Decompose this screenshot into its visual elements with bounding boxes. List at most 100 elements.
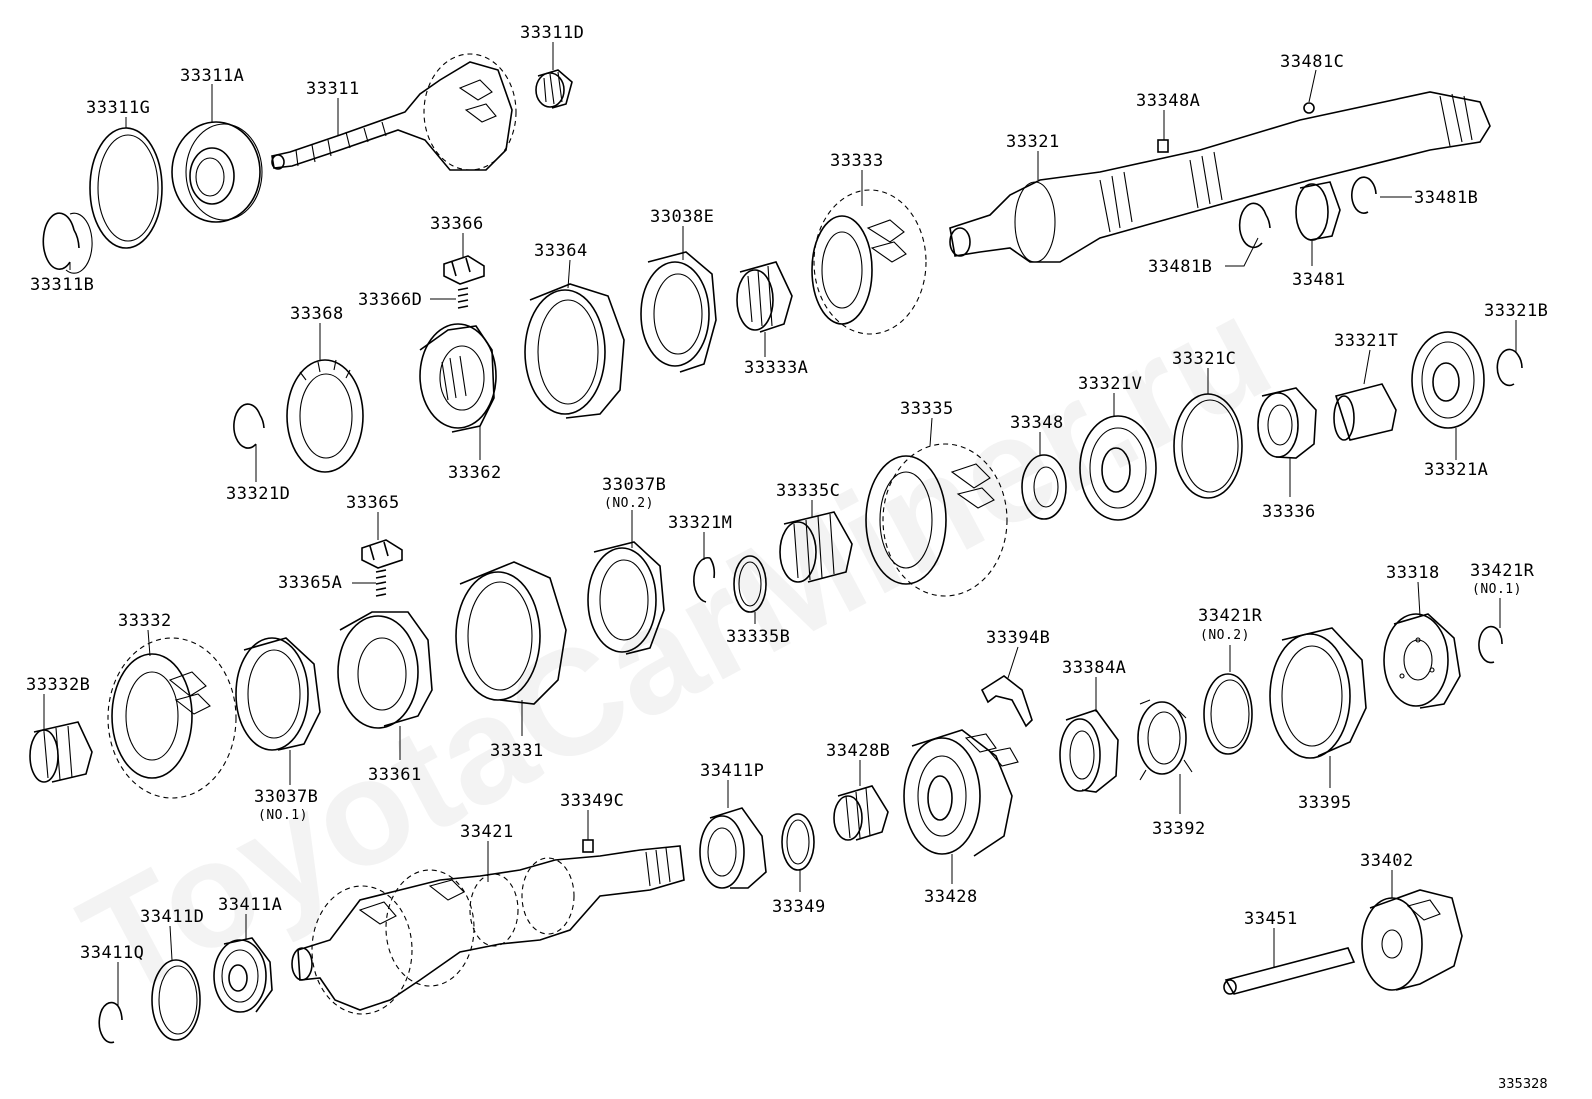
- bearing-33411p[interactable]: [699, 807, 767, 889]
- bearing-33311a[interactable]: [171, 121, 263, 223]
- label-33428[interactable]: 33428: [924, 887, 978, 907]
- pin-33451[interactable]: [1223, 947, 1356, 995]
- pin-33348a[interactable]: [1157, 139, 1169, 153]
- spring-33366d[interactable]: [457, 287, 469, 309]
- snap-ring-33481b-left[interactable]: [1238, 202, 1271, 249]
- label-33311[interactable]: 33311: [306, 79, 360, 99]
- spacer-33321t[interactable]: [1333, 383, 1397, 441]
- gear-33318[interactable]: [1383, 613, 1461, 709]
- label-33411p[interactable]: 33411P: [700, 761, 764, 781]
- gear-33428[interactable]: [903, 729, 1019, 857]
- label-33333a[interactable]: 33333A: [744, 358, 808, 378]
- label-33365a[interactable]: 33365A: [278, 573, 342, 593]
- label-33366[interactable]: 33366: [430, 214, 484, 234]
- label-33335c[interactable]: 33335C: [776, 481, 840, 501]
- label-33037b-no2[interactable]: 33037B: [602, 475, 666, 495]
- gear-33333[interactable]: [811, 189, 927, 335]
- label-33336[interactable]: 33336: [1262, 502, 1316, 522]
- label-33365[interactable]: 33365: [346, 493, 400, 513]
- shifting-key-33366[interactable]: [443, 255, 485, 285]
- gear-33402[interactable]: [1361, 889, 1463, 991]
- label-33392[interactable]: 33392: [1152, 819, 1206, 839]
- label-33349c[interactable]: 33349C: [560, 791, 624, 811]
- label-33481b-right[interactable]: 33481B: [1414, 188, 1478, 208]
- synchro-ring-33037b-no1[interactable]: [235, 637, 321, 751]
- label-33402[interactable]: 33402: [1360, 851, 1414, 871]
- label-33411d[interactable]: 33411D: [140, 907, 204, 927]
- label-33481[interactable]: 33481: [1292, 270, 1346, 290]
- label-33348a[interactable]: 33348A: [1136, 91, 1200, 111]
- snap-ring-33481b-right[interactable]: [1350, 176, 1377, 214]
- snap-ring-33311g[interactable]: [89, 127, 163, 249]
- snap-ring-33321b[interactable]: [1496, 348, 1523, 387]
- label-33332[interactable]: 33332: [118, 611, 172, 631]
- label-33321t[interactable]: 33321T: [1334, 331, 1398, 351]
- input-shaft-33311[interactable]: [271, 53, 517, 171]
- label-33333[interactable]: 33333: [830, 151, 884, 171]
- label-33335b[interactable]: 33335B: [726, 627, 790, 647]
- label-33311g[interactable]: 33311G: [86, 98, 150, 118]
- label-33366d[interactable]: 33366D: [358, 290, 422, 310]
- label-33321a[interactable]: 33321A: [1424, 460, 1488, 480]
- label-33321c[interactable]: 33321C: [1172, 349, 1236, 369]
- gear-33332[interactable]: [107, 637, 237, 799]
- snap-ring-33311b[interactable]: [42, 212, 93, 274]
- gear-33384a[interactable]: [1059, 709, 1119, 793]
- snap-ring-33411q[interactable]: [98, 1001, 123, 1044]
- counter-gear-33421[interactable]: [291, 845, 685, 1015]
- snap-ring-33421r-no1[interactable]: [1478, 625, 1503, 664]
- label-33311a[interactable]: 33311A: [180, 66, 244, 86]
- needle-bearing-33311d[interactable]: [535, 69, 573, 109]
- label-33332b[interactable]: 33332B: [26, 675, 90, 695]
- needle-bearing-33332b[interactable]: [29, 721, 93, 783]
- sleeve-33331[interactable]: [455, 561, 567, 705]
- ring-33348[interactable]: [1021, 454, 1067, 520]
- clutch-hub-33362[interactable]: [419, 323, 497, 433]
- synchro-ring-33368[interactable]: [286, 359, 364, 473]
- bearing-33321v[interactable]: [1079, 415, 1157, 521]
- sleeve-33481[interactable]: [1295, 181, 1341, 241]
- ball-33481c[interactable]: [1303, 102, 1315, 114]
- label-33321d[interactable]: 33321D: [226, 484, 290, 504]
- label-33428b[interactable]: 33428B: [826, 741, 890, 761]
- thrust-washer-33394b[interactable]: [980, 675, 1033, 728]
- label-33395[interactable]: 33395: [1298, 793, 1352, 813]
- bearing-33411a[interactable]: [213, 937, 273, 1013]
- label-33321m[interactable]: 33321M: [668, 513, 732, 533]
- sleeve-33364[interactable]: [524, 283, 625, 419]
- needle-bearing-33335c[interactable]: [779, 511, 853, 583]
- label-33364[interactable]: 33364: [534, 241, 588, 261]
- label-33318[interactable]: 33318: [1386, 563, 1440, 583]
- label-33349[interactable]: 33349: [772, 897, 826, 917]
- needle-bearing-33333a[interactable]: [736, 261, 793, 333]
- label-33348[interactable]: 33348: [1010, 413, 1064, 433]
- clutch-hub-33361[interactable]: [337, 611, 433, 729]
- label-33411a[interactable]: 33411A: [218, 895, 282, 915]
- label-33421r-no2[interactable]: 33421R: [1198, 606, 1263, 626]
- label-33321v[interactable]: 33321V: [1078, 374, 1142, 394]
- label-33384a[interactable]: 33384A: [1062, 658, 1126, 678]
- label-33481c[interactable]: 33481C: [1280, 52, 1344, 72]
- shifting-key-33365[interactable]: [361, 539, 403, 569]
- label-33038e[interactable]: 33038E: [650, 207, 714, 227]
- bearing-33321a[interactable]: [1411, 331, 1485, 429]
- spacer-33335b[interactable]: [733, 555, 767, 613]
- label-33361[interactable]: 33361: [368, 765, 422, 785]
- pin-33349c[interactable]: [582, 839, 594, 853]
- snap-ring-33321d[interactable]: [233, 403, 265, 449]
- label-33421[interactable]: 33421: [460, 822, 514, 842]
- spacer-33349[interactable]: [781, 813, 815, 871]
- label-33451[interactable]: 33451: [1244, 909, 1298, 929]
- gear-33335[interactable]: [865, 443, 1008, 597]
- label-33331[interactable]: 33331: [490, 741, 544, 761]
- label-33321b[interactable]: 33321B: [1484, 301, 1548, 321]
- label-33311d[interactable]: 33311D: [520, 23, 584, 43]
- label-33421r-no1[interactable]: 33421R: [1470, 561, 1535, 581]
- hub-33395[interactable]: [1269, 627, 1367, 759]
- gear-33336[interactable]: [1257, 387, 1317, 459]
- label-33481b-left[interactable]: 33481B: [1148, 257, 1212, 277]
- label-33335[interactable]: 33335: [900, 399, 954, 419]
- label-33368[interactable]: 33368: [290, 304, 344, 324]
- snap-ring-33411d[interactable]: [151, 959, 201, 1041]
- label-33321[interactable]: 33321: [1006, 132, 1060, 152]
